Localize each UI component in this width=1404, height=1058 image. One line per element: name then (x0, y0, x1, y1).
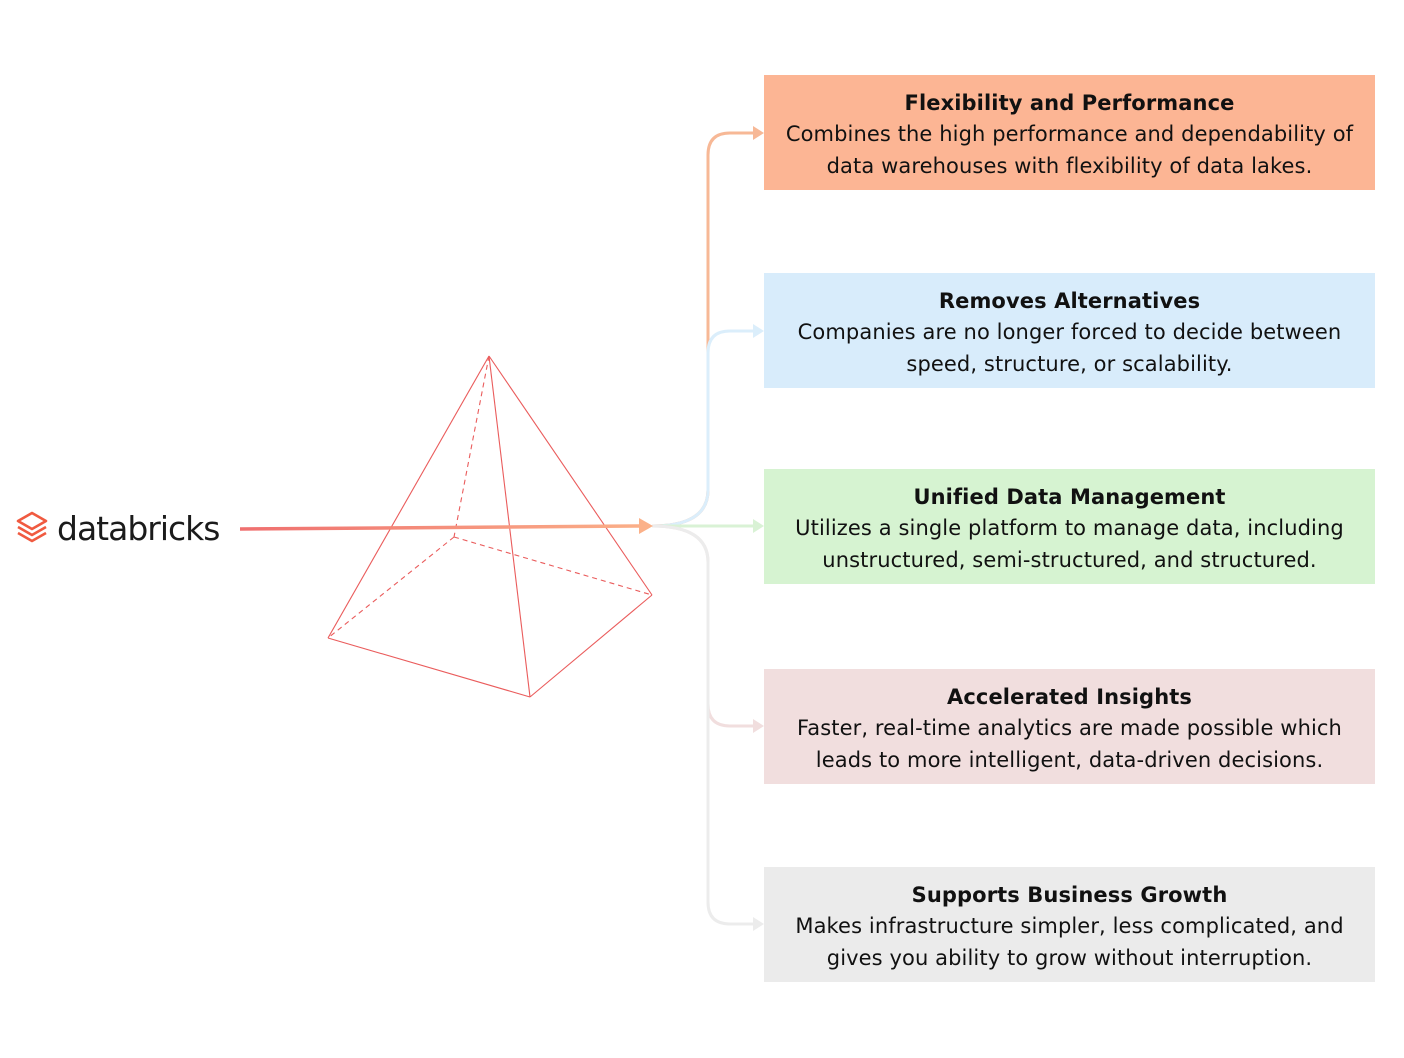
main-arrow-line (239, 524, 643, 531)
card-title: Flexibility and Performance (904, 91, 1235, 115)
arrowhead-3 (753, 719, 764, 733)
connectors (651, 131, 754, 926)
feature-card-alternatives: Removes Alternatives Companies are no lo… (764, 273, 1375, 388)
card-description: Faster, real-time analytics are made pos… (797, 716, 1342, 772)
feature-card-unified-data: Unified Data Management Utilizes a singl… (764, 469, 1375, 584)
databricks-layers-icon (16, 511, 48, 543)
main-arrow (239, 518, 653, 534)
feature-card-flexibility: Flexibility and Performance Combines the… (764, 75, 1375, 190)
card-title: Supports Business Growth (911, 883, 1228, 907)
card-description: Companies are no longer forced to decide… (797, 320, 1342, 376)
arrowhead-1 (753, 324, 764, 338)
feature-card-growth: Supports Business Growth Makes infrastru… (764, 867, 1375, 982)
databricks-brand: databricks (14, 505, 220, 551)
arrowhead-2 (753, 519, 764, 533)
brand-name: databricks (57, 508, 220, 548)
card-title: Removes Alternatives (938, 289, 1201, 313)
pyramid-edge (327, 637, 531, 698)
connector-arrowheads (753, 126, 764, 931)
card-description: Utilizes a single platform to manage dat… (795, 516, 1344, 572)
pyramid-wireframe (327, 355, 653, 698)
pyramid-hidden-edge (327, 536, 455, 639)
card-description: Makes infrastructure simpler, less compl… (795, 914, 1344, 970)
connector-line-1 (651, 329, 754, 528)
feature-card-insights: Accelerated Insights Faster, real-time a… (764, 669, 1375, 784)
card-description: Combines the high performance and depend… (785, 122, 1354, 178)
main-arrow-head (639, 518, 653, 534)
card-title: Accelerated Insights (947, 685, 1192, 709)
card-title: Unified Data Management (913, 485, 1226, 509)
arrowhead-0 (753, 126, 764, 140)
pyramid-hidden-edge (453, 355, 490, 538)
pyramid-edge (327, 355, 490, 639)
pyramid-edge (488, 355, 653, 596)
connector-line-3 (651, 524, 754, 728)
arrowhead-4 (753, 917, 764, 931)
pyramid-hidden-edge (453, 536, 653, 596)
connector-line-4 (651, 524, 754, 926)
pyramid-edge (529, 594, 653, 698)
